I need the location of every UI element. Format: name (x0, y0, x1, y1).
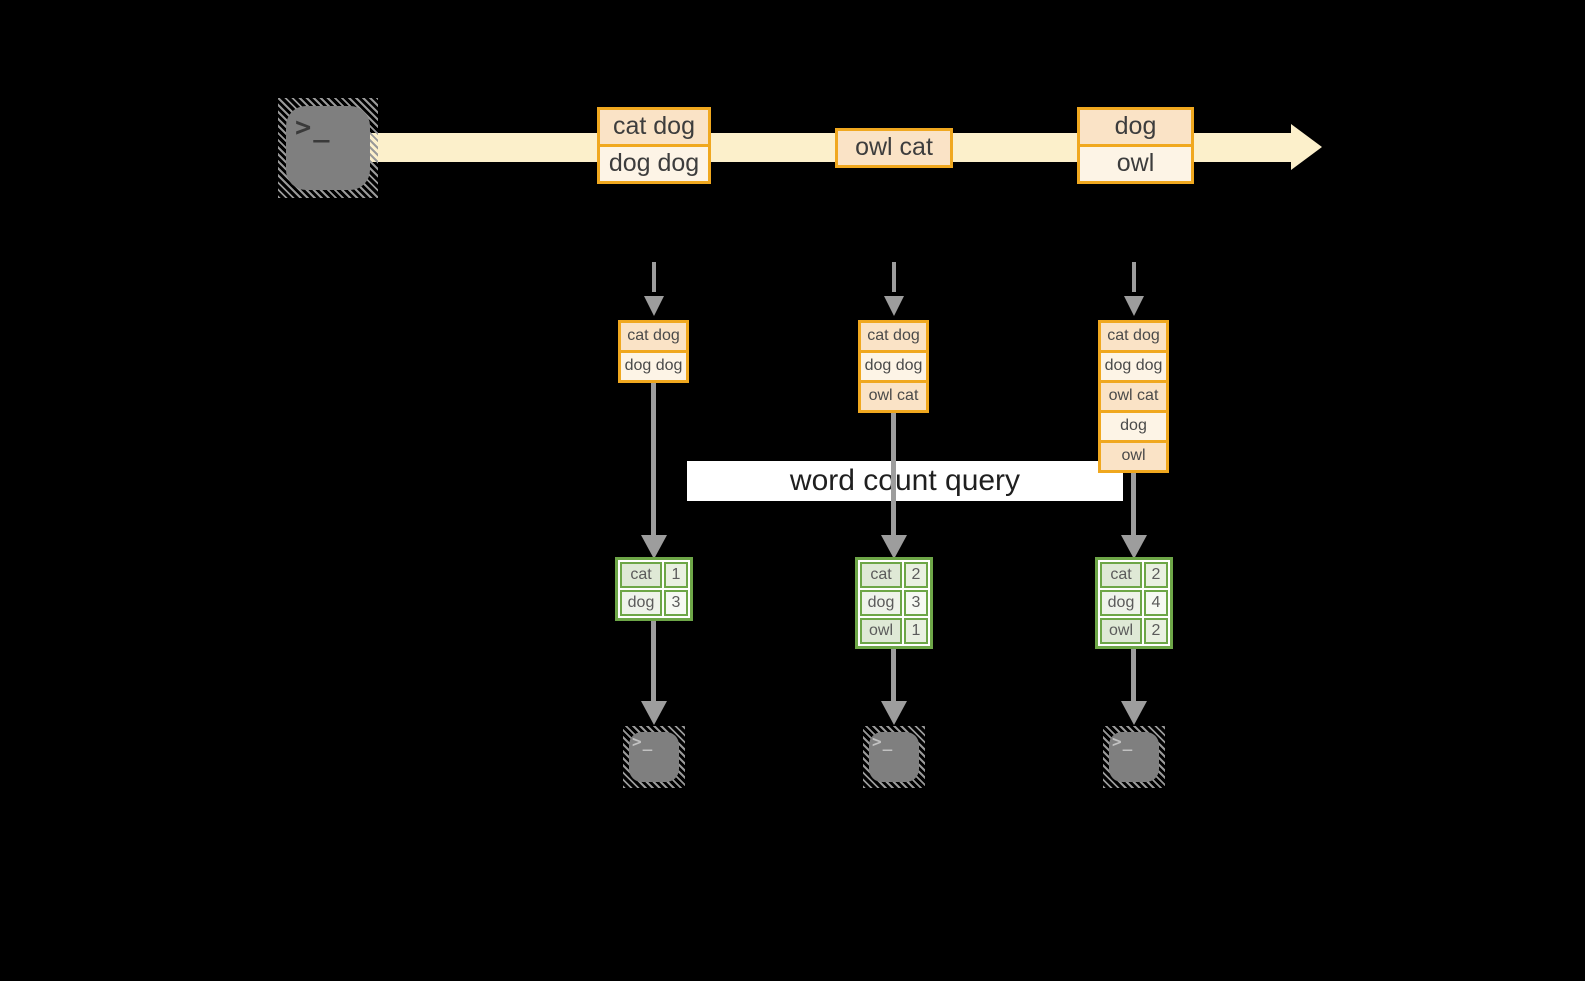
down-arrow-icon (1131, 649, 1136, 701)
count-cell: 1 (904, 618, 928, 644)
state-row: dog (1098, 410, 1169, 443)
message-line: owl (1077, 144, 1194, 184)
down-arrowhead-icon (881, 701, 907, 725)
sink-terminal-icon: >_ (623, 726, 685, 788)
count-table-3: cat 2 dog 4 owl 2 (1095, 557, 1173, 649)
terminal-prompt-icon: >_ (632, 732, 654, 751)
word-cell: dog (1100, 590, 1142, 616)
count-cell: 2 (1144, 562, 1168, 588)
terminal-screen (286, 106, 370, 190)
down-arrowhead-icon (1121, 701, 1147, 725)
message-line: dog dog (597, 144, 711, 184)
dashed-arrowhead-icon (644, 296, 664, 316)
count-cell: 1 (664, 562, 688, 588)
terminal-screen (1109, 732, 1159, 782)
dashed-arrow-icon (1132, 262, 1136, 292)
state-row: cat dog (1098, 320, 1169, 353)
count-cell: 4 (1144, 590, 1168, 616)
source-terminal-icon: >_ (278, 98, 378, 198)
terminal-screen (869, 732, 919, 782)
word-cell: dog (620, 590, 662, 616)
state-row: dog dog (618, 350, 689, 383)
dashed-arrow-icon (652, 262, 656, 292)
word-cell: cat (620, 562, 662, 588)
word-cell: cat (1100, 562, 1142, 588)
word-cell: owl (860, 618, 902, 644)
terminal-screen (629, 732, 679, 782)
state-box-2: cat dog dog dog owl cat (858, 320, 929, 413)
state-row: cat dog (618, 320, 689, 353)
word-cell: dog (860, 590, 902, 616)
query-label-banner: word count query (687, 461, 1123, 501)
sink-terminal-icon: >_ (863, 726, 925, 788)
dashed-arrow-icon (892, 262, 896, 292)
down-arrow-icon (651, 383, 656, 535)
down-arrowhead-icon (641, 701, 667, 725)
count-cell: 3 (904, 590, 928, 616)
word-cell: owl (1100, 618, 1142, 644)
state-row: owl (1098, 440, 1169, 473)
down-arrowhead-icon (1121, 535, 1147, 559)
word-cell: cat (860, 562, 902, 588)
sink-terminal-icon: >_ (1103, 726, 1165, 788)
count-table-2: cat 2 dog 3 owl 1 (855, 557, 933, 649)
message-line: dog (1077, 107, 1194, 147)
terminal-prompt-icon: >_ (295, 112, 332, 143)
state-row: owl cat (1098, 380, 1169, 413)
state-box-1: cat dog dog dog (618, 320, 689, 383)
state-box-3: cat dog dog dog owl cat dog owl (1098, 320, 1169, 473)
stream-arrowhead-icon (1291, 124, 1322, 170)
count-cell: 2 (904, 562, 928, 588)
state-row: dog dog (1098, 350, 1169, 383)
message-line: cat dog (597, 107, 711, 147)
terminal-prompt-icon: >_ (1112, 732, 1134, 751)
terminal-prompt-icon: >_ (872, 732, 894, 751)
down-arrowhead-icon (881, 535, 907, 559)
message-box-1: cat dog dog dog (597, 107, 711, 184)
message-box-2: owl cat (835, 128, 953, 168)
message-line: owl cat (835, 128, 953, 168)
message-box-3: dog owl (1077, 107, 1194, 184)
state-row: owl cat (858, 380, 929, 413)
count-table-1: cat 1 dog 3 (615, 557, 693, 621)
dashed-arrowhead-icon (884, 296, 904, 316)
count-cell: 3 (664, 590, 688, 616)
count-cell: 2 (1144, 618, 1168, 644)
state-row: dog dog (858, 350, 929, 383)
down-arrow-icon (1131, 473, 1136, 535)
down-arrow-icon (891, 649, 896, 701)
down-arrowhead-icon (641, 535, 667, 559)
down-arrow-icon (651, 621, 656, 701)
down-arrow-icon (891, 413, 896, 535)
dashed-arrowhead-icon (1124, 296, 1144, 316)
state-row: cat dog (858, 320, 929, 353)
